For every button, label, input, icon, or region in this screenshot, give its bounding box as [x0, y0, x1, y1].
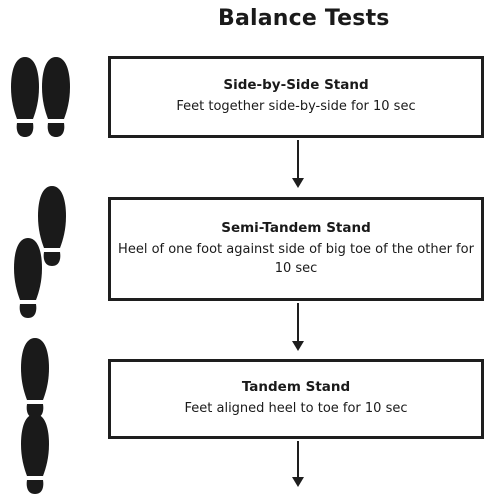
step-box-semi-tandem: Semi-Tandem Stand Heel of one foot again…	[108, 197, 484, 301]
step-box-side-by-side: Side-by-Side Stand Feet together side-by…	[108, 56, 484, 138]
step-box-tandem: Tandem Stand Feet aligned heel to toe fo…	[108, 359, 484, 439]
step-name: Semi-Tandem Stand	[221, 219, 371, 236]
diagram-title: Balance Tests	[218, 6, 390, 31]
step-description: Feet aligned heel to toe for 10 sec	[184, 401, 408, 417]
step-name: Tandem Stand	[241, 379, 351, 396]
flow-arrow	[291, 303, 305, 351]
footprints-side-by-side-icon	[10, 57, 72, 139]
flow-arrow	[291, 140, 305, 188]
footprints-tandem-icon	[18, 338, 52, 494]
step-description: Heel of one foot against side of big toe…	[118, 241, 474, 276]
flow-arrow	[291, 441, 305, 487]
step-name: Side-by-Side Stand	[223, 77, 369, 94]
footprints-semi-tandem-icon	[12, 186, 72, 320]
step-description: Feet together side-by-side for 10 sec	[176, 99, 416, 115]
